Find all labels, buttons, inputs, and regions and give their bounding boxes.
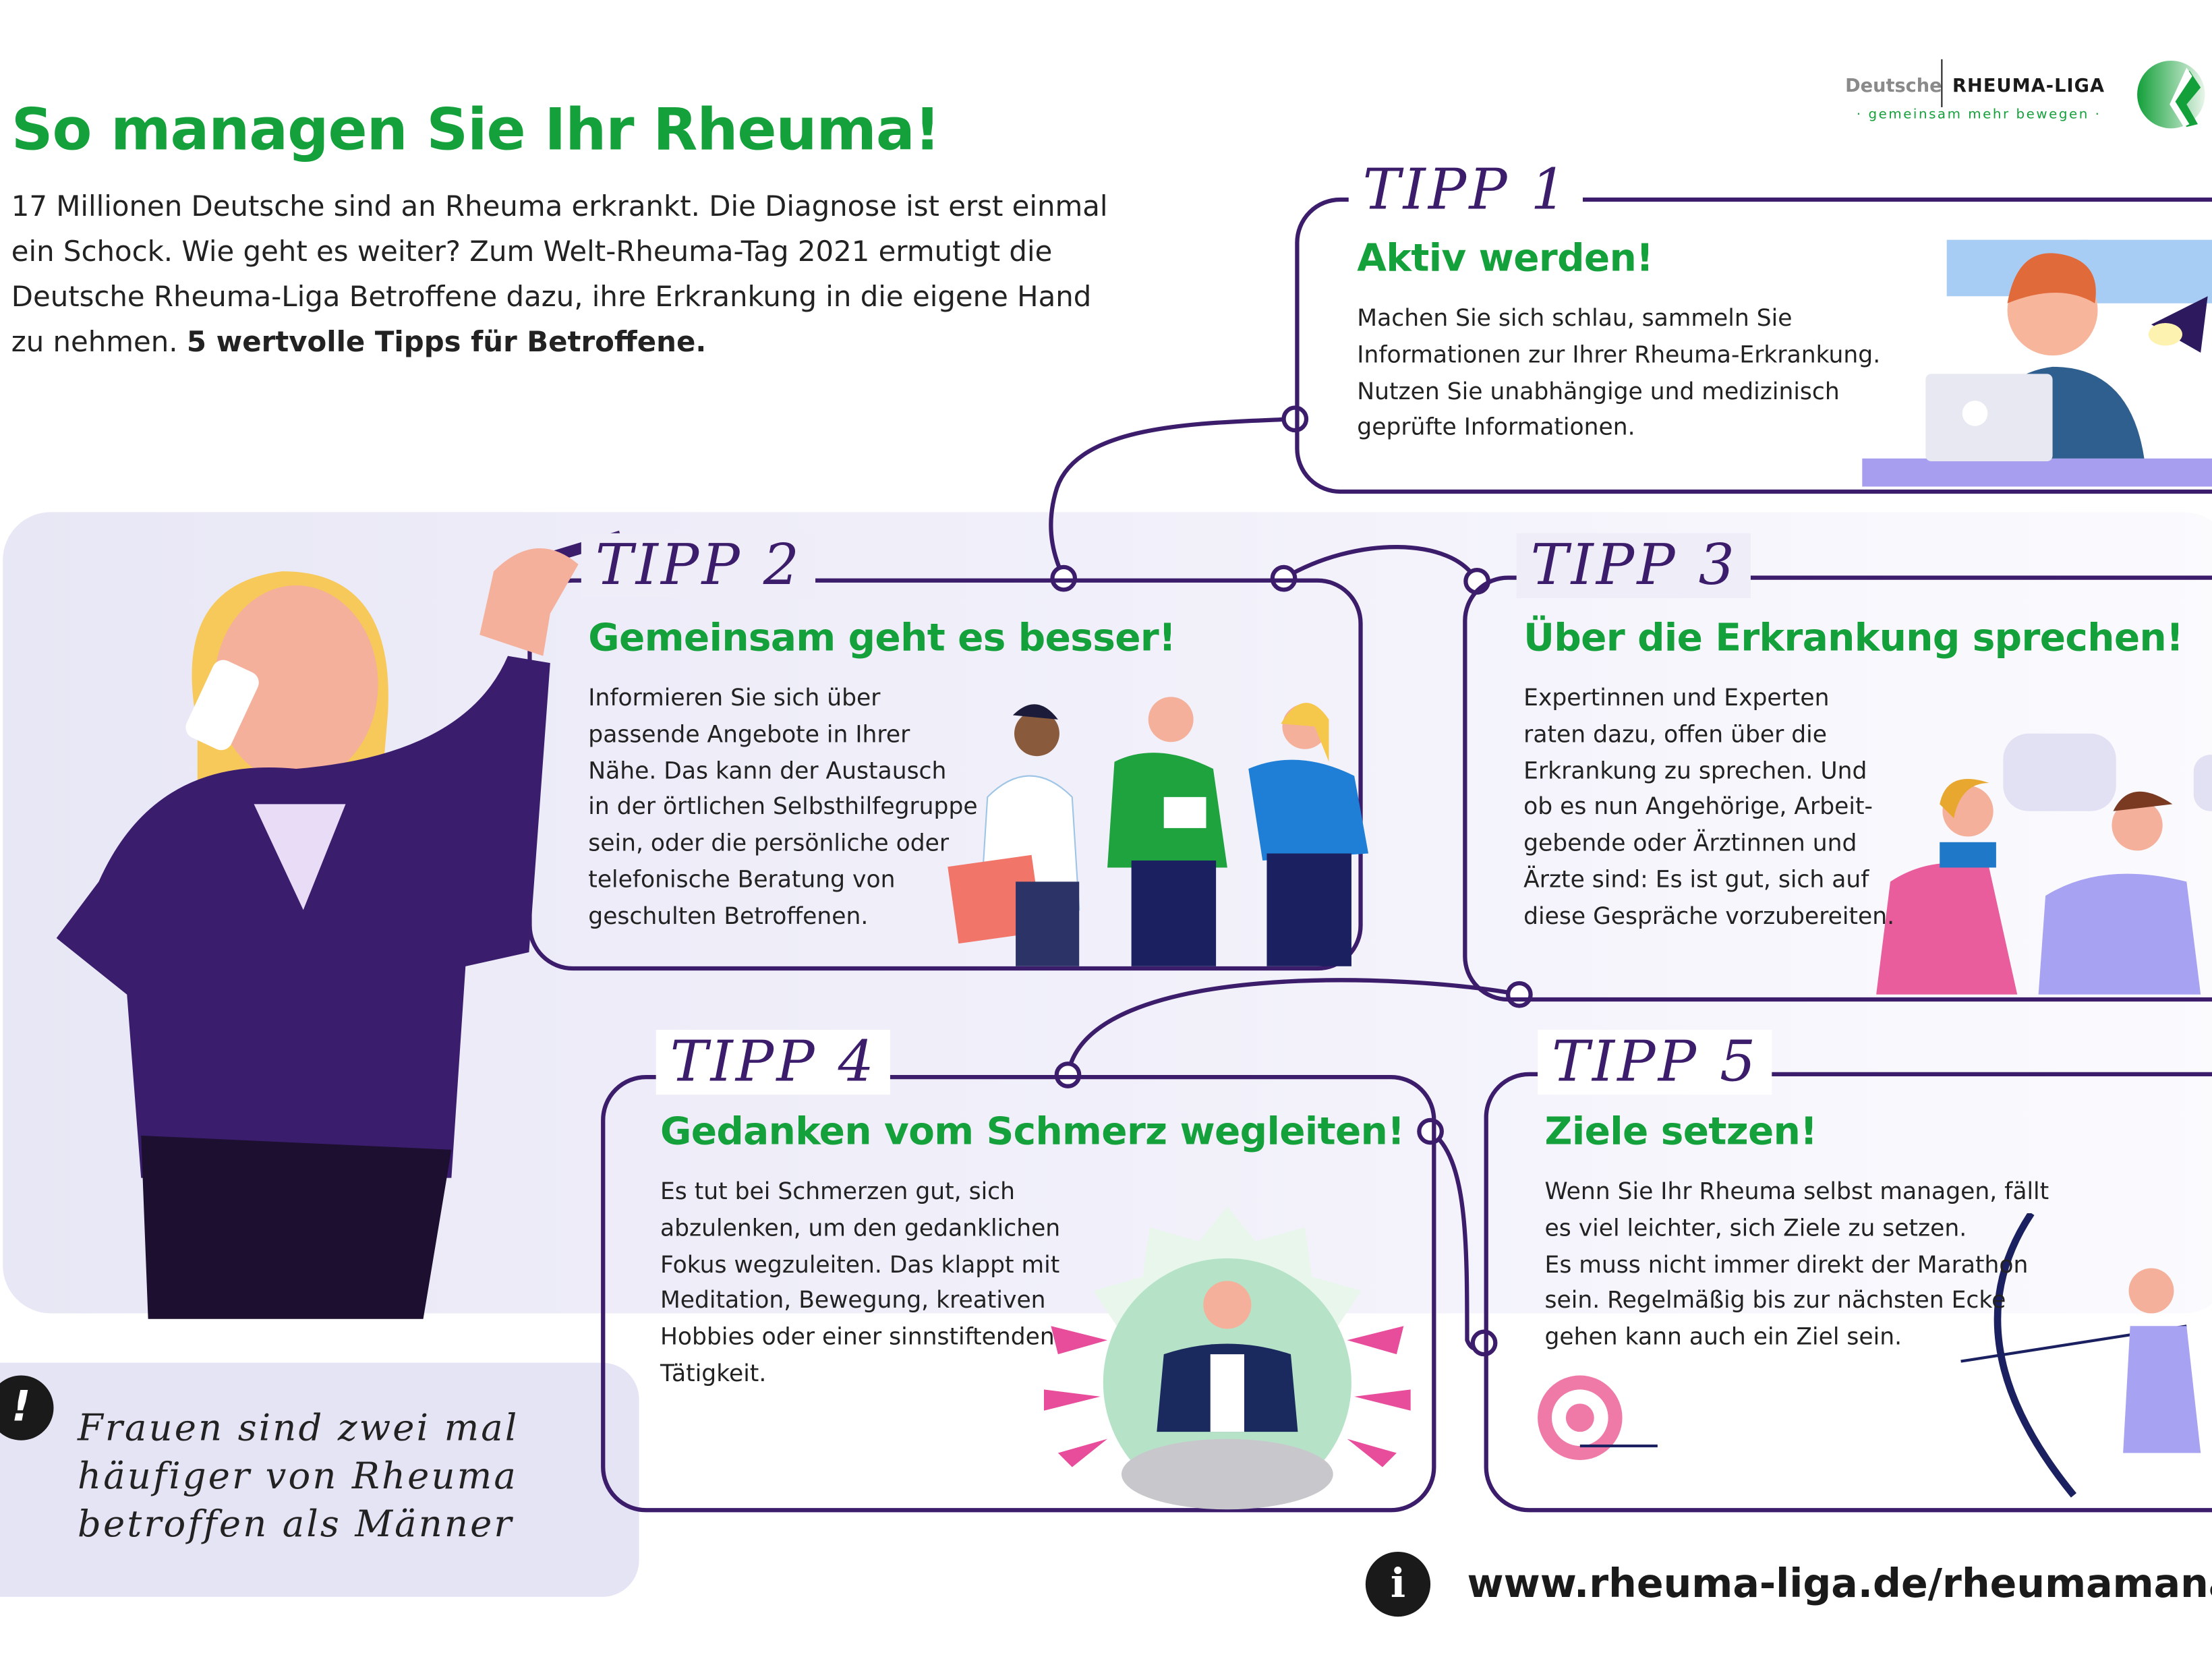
tip-1-heading: Aktiv werden! bbox=[1357, 237, 1654, 281]
logo-r-mark-icon bbox=[2137, 60, 2205, 129]
note-box bbox=[0, 1362, 639, 1597]
tip-5-heading: Ziele setzen! bbox=[1544, 1110, 1818, 1155]
tip-2-heading: Gemeinsam geht es besser! bbox=[588, 616, 1176, 660]
tip-4-label: TIPP 4 bbox=[656, 1030, 891, 1095]
logo-divider bbox=[1941, 59, 1943, 107]
intro-text: 17 Millionen Deutsche sind an Rheuma erk… bbox=[11, 183, 1112, 364]
tip-3-label: TIPP 3 bbox=[1516, 533, 1751, 598]
tip-5-body: Wenn Sie Ihr Rheuma selbst managen, fäll… bbox=[1544, 1177, 2049, 1351]
logo-tagline: · gemeinsam mehr bewegen · bbox=[1856, 107, 2101, 123]
note-text: Frauen sind zwei mal häufiger von Rheuma… bbox=[78, 1407, 519, 1546]
tip-card-5 bbox=[1484, 1072, 2212, 1513]
logo-word1: Deutsche bbox=[1845, 76, 1942, 98]
tip-card-4 bbox=[601, 1074, 1436, 1513]
woman-phone-illustration bbox=[56, 530, 622, 1319]
tip-1-body: Machen Sie sich schlau, sammeln Sie Info… bbox=[1357, 304, 1881, 441]
archery-illustration bbox=[1538, 1213, 2201, 1498]
tip-card-3 bbox=[1463, 575, 2212, 1002]
tip-card-1 bbox=[1295, 197, 2212, 494]
tip-3-body: Expertinnen und Experten raten dazu, off… bbox=[1523, 684, 1895, 930]
meditation-illustration bbox=[1043, 1206, 1411, 1510]
tip-4-heading: Gedanken vom Schmerz wegleiten! bbox=[660, 1110, 1405, 1155]
conversation-illustration bbox=[1876, 733, 2212, 995]
page-title: So managen Sie Ihr Rheuma! bbox=[11, 96, 941, 164]
tip-2-body: Informieren Sie sich über passende Angeb… bbox=[588, 684, 978, 930]
group-people-illustration bbox=[948, 697, 1369, 966]
tip-4-body: Es tut bei Schmerzen gut, sich abzulenke… bbox=[660, 1177, 1061, 1387]
intro-bold: 5 wertvolle Tipps für Betroffene. bbox=[186, 324, 707, 359]
intro-body: 17 Millionen Deutsche sind an Rheuma erk… bbox=[11, 189, 1108, 359]
laptop-person-illustration bbox=[1862, 239, 2212, 487]
tip-3-heading: Über die Erkrankung sprechen! bbox=[1523, 616, 2184, 660]
tip-5-label: TIPP 5 bbox=[1538, 1030, 1773, 1095]
tip-1-label: TIPP 1 bbox=[1348, 158, 1584, 223]
exclamation-icon: ! bbox=[0, 1375, 54, 1440]
info-icon: i bbox=[1365, 1551, 1431, 1617]
logo-word2: RHEUMA-LIGA bbox=[1952, 76, 2105, 98]
website-link[interactable]: www.rheuma-liga.de/rheumamanage bbox=[1467, 1560, 2212, 1607]
tip-2-label: TIPP 2 bbox=[581, 533, 817, 598]
